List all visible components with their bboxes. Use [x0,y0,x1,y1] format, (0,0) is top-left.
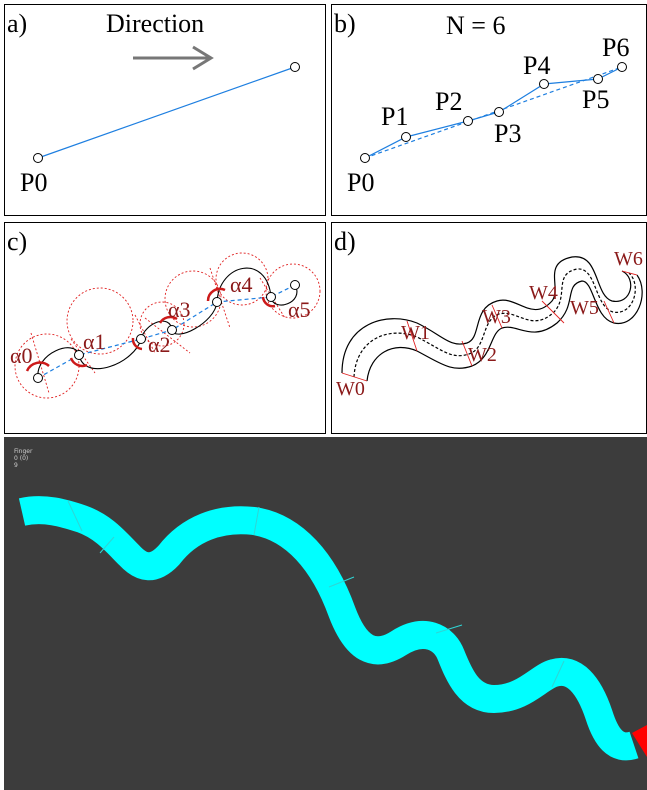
curve-point-markers [33,280,300,383]
width-cross-lines [341,270,638,382]
reference-dashed-line [364,66,623,159]
point-label: P4 [523,51,551,80]
touch-overlay-info: Finger 0 (0) 9 [14,448,32,469]
width-label: W1 [401,322,430,344]
cyan-stroke [18,496,639,761]
point-p0-label: P0 [20,168,48,197]
overlay-line: Finger [14,448,33,455]
panel-a: a) Direction P0 [4,4,326,216]
rendered-stroke-canvas[interactable]: Finger 0 (0) 9 [4,437,647,790]
angle-label: α1 [83,329,106,354]
direction-label: Direction [106,9,205,38]
segment-seams [67,500,565,688]
panel-b-drawing [360,62,627,163]
width-label: W5 [570,297,599,319]
cyan-stroke-drawing [18,496,647,761]
arc-curve [37,267,298,379]
width-label: W6 [614,248,643,270]
panel-c-tag: c) [7,227,28,256]
sample-point-markers [360,62,627,163]
overlay-line: 0 (0) [14,455,29,462]
end-point-marker [290,62,300,72]
n-label: N = 6 [446,11,506,40]
direction-line [37,66,296,159]
width-label: W0 [336,378,365,400]
point-label: P5 [582,85,610,114]
panel-a-tag: a) [7,9,28,38]
panel-d: d) W0 W1 W2 W3 W4 W5 W6 [331,222,647,434]
osculating-circles [14,252,321,399]
direction-arrow [133,45,214,71]
stroke-outer-edge [341,256,632,374]
width-label: W2 [468,344,497,366]
angle-label: α0 [10,343,33,368]
panel-b-tag: b) [334,9,356,38]
angle-arcs [25,287,276,372]
overlay-line: 9 [14,462,18,469]
point-label: P1 [381,102,409,131]
panel-c: c) [4,222,326,434]
angle-label: α3 [168,297,191,322]
point-label: P6 [602,33,630,62]
panel-d-drawing [341,256,643,382]
stroke-tip-cap [632,725,647,757]
width-label: W3 [482,306,511,328]
panel-b: b) N = 6 P0 P1 P2 P3 P4 P5 P6 [331,4,647,216]
start-point-marker [33,153,43,163]
angle-label: α2 [148,332,171,357]
point-label: P2 [435,87,463,116]
point-label: P3 [494,119,522,148]
angle-label: α4 [230,272,253,297]
point-label: P0 [347,168,375,197]
angle-label: α5 [288,297,311,322]
panel-c-drawing [14,252,321,399]
panel-d-tag: d) [334,227,356,256]
panel-a-drawing [33,45,300,163]
width-label: W4 [529,282,558,304]
